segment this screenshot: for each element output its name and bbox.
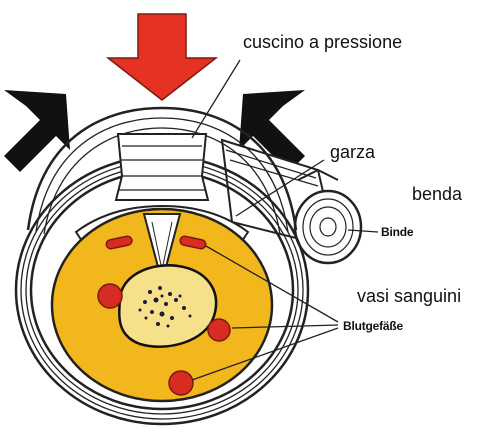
vessel-bottom (169, 371, 193, 395)
label-bandage-de: Binde (381, 225, 413, 239)
label-blood-vessels: vasi sanguini (357, 286, 461, 307)
label-blood-vessels-de: Blutgefäße (343, 319, 403, 333)
label-pressure-pad: cuscino a pressione (243, 32, 402, 53)
vessel-right (208, 319, 230, 341)
label-bandage: benda (412, 184, 462, 205)
pressure-pad (116, 134, 208, 200)
bone-nucleus (119, 265, 216, 346)
vessel-left (98, 284, 122, 308)
label-gauze: garza (330, 142, 375, 163)
left-black-arrow-icon (4, 90, 70, 172)
top-red-arrow-icon (108, 14, 216, 100)
